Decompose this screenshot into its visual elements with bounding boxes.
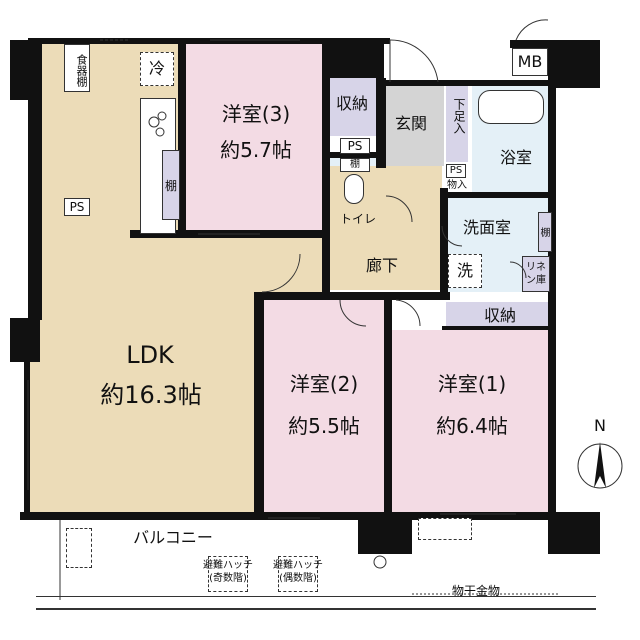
shoe-closet-label: 下足入 <box>452 98 466 134</box>
closet-w1-label: 収納 <box>483 306 516 325</box>
western2-area: 約5.5帖 <box>288 414 360 438</box>
hatch-box-odd <box>208 556 248 592</box>
wall <box>442 326 552 330</box>
wall <box>10 318 40 362</box>
entrance-room[interactable] <box>386 84 444 166</box>
hatch-box-even <box>278 556 318 592</box>
wall <box>548 514 600 554</box>
wall <box>376 78 386 168</box>
ac-unit-right <box>418 518 472 540</box>
wall <box>254 292 450 300</box>
ldk-area: 約16.3帖 <box>100 381 202 409</box>
closet-w1[interactable] <box>446 302 552 328</box>
mb-door-swing <box>515 19 549 41</box>
wall <box>322 44 330 294</box>
closet-w3-label: 収納 <box>335 94 368 113</box>
linen-closet <box>522 256 550 292</box>
dish-cabinet: 食器棚 <box>64 44 90 92</box>
wall <box>254 292 264 516</box>
wall <box>510 40 550 48</box>
clothes-pole-label: 物干金物 <box>451 584 500 598</box>
wall <box>178 44 186 236</box>
entrance-label: 玄関 <box>394 114 427 133</box>
fridge: 冷 <box>140 52 174 86</box>
hallway-label: 廊下 <box>365 256 398 275</box>
wall <box>384 80 554 86</box>
toilet-fixture <box>344 174 364 204</box>
balcony-label: バルコニー <box>133 528 213 547</box>
wall <box>24 360 30 520</box>
toilet-label: トイレ <box>339 212 376 226</box>
bath-label: 浴室 <box>499 148 532 167</box>
wall <box>330 152 384 158</box>
ldk-room-link <box>180 236 330 294</box>
toilet-shelf: 棚 <box>340 158 370 172</box>
wall <box>28 40 42 320</box>
storage-small-label: 物入 <box>447 180 467 191</box>
western1-area: 約6.4帖 <box>436 414 508 438</box>
washer: 洗 <box>448 254 482 288</box>
wall <box>28 38 390 44</box>
balcony-rail <box>36 596 596 610</box>
western3-name: 洋室(3) <box>221 102 291 126</box>
bathtub <box>478 90 544 124</box>
western-room-2[interactable] <box>262 298 386 514</box>
entry-door-swing <box>389 39 439 83</box>
shoe-closet[interactable] <box>446 84 468 162</box>
wall <box>326 38 384 78</box>
wall <box>446 192 550 198</box>
linen-label: リネン庫 <box>526 262 546 286</box>
compass-icon <box>577 442 623 489</box>
ps-center: PS <box>340 138 370 154</box>
ps-left: PS <box>64 198 90 216</box>
western-room-1[interactable] <box>392 330 552 514</box>
hatch-even-label: 避難ハッチ (偶数階) <box>273 560 323 584</box>
kitchen-shelf: 棚 <box>162 150 180 220</box>
washroom-label: 洗面室 <box>462 218 511 237</box>
wall <box>384 296 392 516</box>
western1-name: 洋室(1) <box>437 372 507 396</box>
wall <box>548 40 600 88</box>
ac-unit-left <box>66 528 92 568</box>
wall <box>358 514 412 554</box>
western3-area: 約5.7帖 <box>220 138 292 162</box>
north-label: N <box>594 416 606 435</box>
mb-box: MB <box>512 48 548 76</box>
ps-small: PS <box>446 164 466 178</box>
western-room-3[interactable] <box>184 42 326 234</box>
wall <box>548 84 556 518</box>
hatch-odd-label: 避難ハッチ (奇数階) <box>203 560 253 584</box>
wall <box>440 188 448 298</box>
western2-name: 洋室(2) <box>289 372 359 396</box>
wall <box>20 512 600 520</box>
wash-shelf: 棚 <box>538 212 552 252</box>
ldk-name: LDK <box>126 341 174 369</box>
closet-w3[interactable] <box>328 76 376 136</box>
